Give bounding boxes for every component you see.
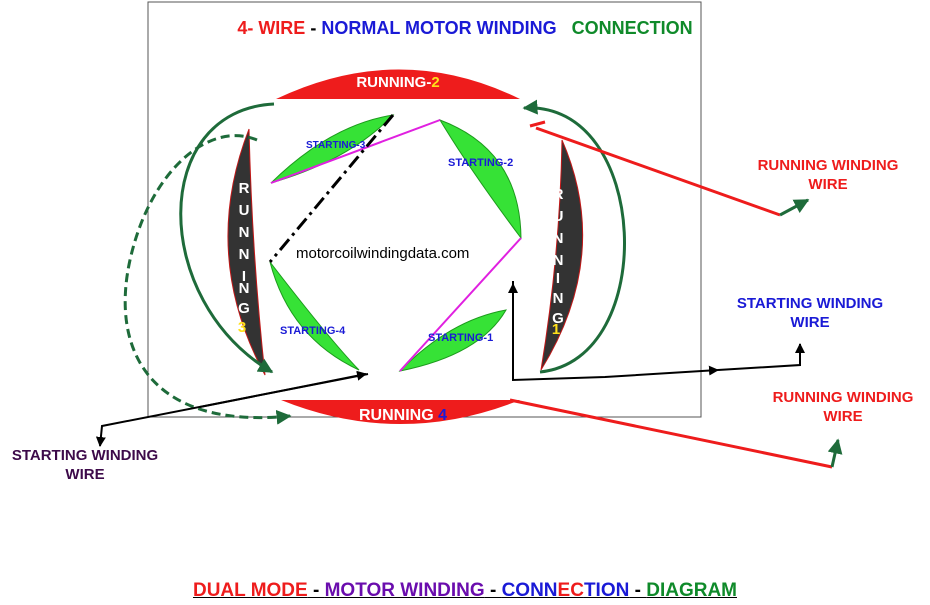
svg-text:1: 1 xyxy=(552,321,560,338)
svg-text:N: N xyxy=(239,224,250,241)
title-motor-winding: NORMAL MOTOR WINDING xyxy=(321,18,557,38)
svg-text:U: U xyxy=(239,202,250,219)
footer-connection: CONNECTION xyxy=(501,580,630,601)
svg-text:N: N xyxy=(553,230,564,247)
starting-3-to-2-link xyxy=(270,119,441,184)
svg-text:U: U xyxy=(553,208,564,225)
starting-wire-right-arrow xyxy=(717,343,805,371)
starting-1-label: STARTING-1 xyxy=(428,332,493,344)
running-3-coil xyxy=(227,128,266,376)
diagram-title: 4- WIRE - NORMAL MOTOR WINDING CONNECTIO… xyxy=(0,18,930,39)
title-separator: - xyxy=(305,18,322,38)
starting-wire-right-line xyxy=(512,281,719,382)
starting-2-label: STARTING-2 xyxy=(448,157,513,169)
svg-text:G: G xyxy=(552,310,564,327)
footer-motor-winding: MOTOR WINDING xyxy=(324,580,485,601)
watermark-text: motorcoilwindingdata.com xyxy=(296,245,469,262)
svg-text:N: N xyxy=(553,252,564,269)
svg-text:G: G xyxy=(238,300,250,317)
running-3-label: R U N N I N G 3 xyxy=(238,180,250,336)
svg-text:N: N xyxy=(239,246,250,263)
running-4-coil xyxy=(281,400,520,424)
title-connection: CONNECTION xyxy=(571,18,693,38)
running-2-coil xyxy=(276,69,520,99)
svg-text:N: N xyxy=(553,290,564,307)
starting-3-to-4-link xyxy=(268,114,395,263)
svg-text:N: N xyxy=(239,280,250,297)
footer-caption: DUAL MODE - MOTOR WINDING - CONNECTION -… xyxy=(192,580,737,601)
running-2-to-3-link xyxy=(179,102,275,374)
running-wire-top-label: RUNNING WINDING WIRE xyxy=(757,157,899,193)
footer-dual-mode: DUAL MODE xyxy=(192,580,308,601)
svg-text:I: I xyxy=(242,268,246,285)
title-wire-count: 4- WIRE xyxy=(237,18,306,38)
running-wire-bottom-line xyxy=(509,398,833,469)
starting-3-label: STARTING-3 xyxy=(306,140,366,151)
running-wire-bottom-label: RUNNING WINDING WIRE xyxy=(772,389,914,425)
starting-1-coil xyxy=(398,309,507,372)
running-4-label: RUNNING 4 xyxy=(359,407,447,424)
running-2-label: RUNNING-2 xyxy=(356,74,439,91)
starting-2-coil xyxy=(438,119,522,240)
running-wire-top-line xyxy=(535,126,781,217)
running-1-to-2-link xyxy=(522,99,626,374)
running-wire-bottom-arrow xyxy=(827,438,843,468)
svg-text:R: R xyxy=(553,186,564,203)
running-1-coil xyxy=(540,139,584,371)
starting-2-to-1-link xyxy=(399,237,522,372)
running-wire-top-arrow xyxy=(779,198,810,217)
svg-text:I: I xyxy=(556,270,560,287)
running-3-to-4-dashed-link xyxy=(123,134,292,425)
running-1-label: R U N N I N G 1 xyxy=(552,186,564,338)
footer-diagram: DIAGRAM xyxy=(646,580,737,601)
starting-wire-left-label: STARTING WINDING WIRE xyxy=(11,447,159,483)
starting-4-label: STARTING-4 xyxy=(280,325,346,337)
starting-4-coil xyxy=(269,261,360,371)
starting-wire-right-label: STARTING WINDING WIRE xyxy=(736,295,884,331)
svg-text:R: R xyxy=(239,180,250,197)
svg-text:3: 3 xyxy=(238,319,246,336)
